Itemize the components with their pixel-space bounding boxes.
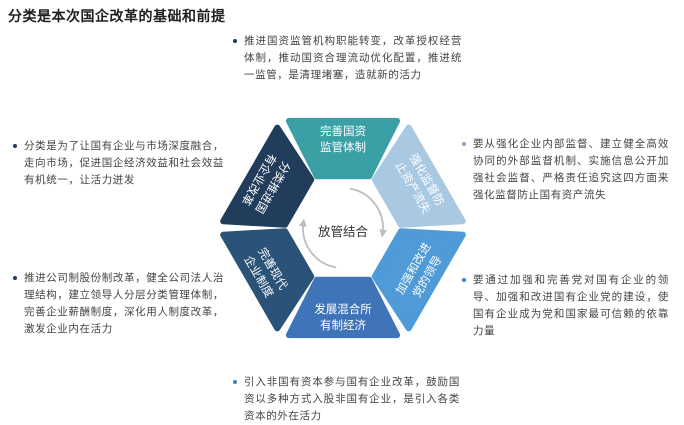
segment-bottom-label: 发展混合所有制经济: [314, 302, 372, 332]
segment-upper-right-shape: [371, 124, 466, 228]
segment-upper-left: 分类推进国有企业改革: [220, 124, 315, 228]
cycle-arrow-upper: [349, 187, 388, 238]
diagram-segments: 完善国资监管体制强化监督防止资产流失加强和改进党的领导发展混合所有制经济完善现代…: [220, 117, 466, 339]
note-bottom: 引入非国有资本参与国有企业改革，鼓励国资以多种方式入股非国有企业，是引入各类资本…: [233, 374, 460, 425]
segment-upper-right: 强化监督防止资产流失: [371, 124, 466, 228]
note-left-lower: 推进公司制股份制改革，健全公司法人治理结构，建立领导人分层分类管理体制，完善企业…: [13, 270, 224, 338]
segment-lower-left-shape: [220, 228, 315, 332]
segment-upper-left-shape: [220, 124, 315, 228]
segment-bottom-shape: [285, 276, 401, 339]
segment-bottom: 发展混合所有制经济: [285, 276, 401, 339]
segment-lower-right-shape: [371, 228, 466, 332]
segment-lower-left: 完善现代企业制度: [220, 228, 315, 332]
segment-top-shape: [285, 117, 401, 180]
center-label: 放管结合: [318, 224, 369, 239]
cycle-arrows-icon: [298, 187, 388, 269]
note-top: 推进国资监管机构职能转变，改革授权经营体制，推动国资合理流动优化配置，推进统一监…: [233, 33, 462, 84]
note-right-upper: 要从强化企业内部监督、建立健全高效协同的外部监督机制、实施信息公开加强社会监督、…: [462, 136, 669, 204]
note-left-upper: 分类是为了让国有企业与市场深度融合，走向市场，促进国企经济效益和社会效益有机统一…: [13, 138, 224, 189]
segment-top-label: 完善国资监管体制: [320, 124, 366, 154]
page-title: 分类是本次国企改革的基础和前提: [8, 9, 226, 25]
note-right-lower: 要通过加强和完善党对国有企业的领导、加强和改进国有企业党的建设，使国有企业成为党…: [462, 272, 669, 340]
cycle-arrow-lower: [298, 218, 337, 269]
segment-top: 完善国资监管体制: [285, 117, 401, 180]
